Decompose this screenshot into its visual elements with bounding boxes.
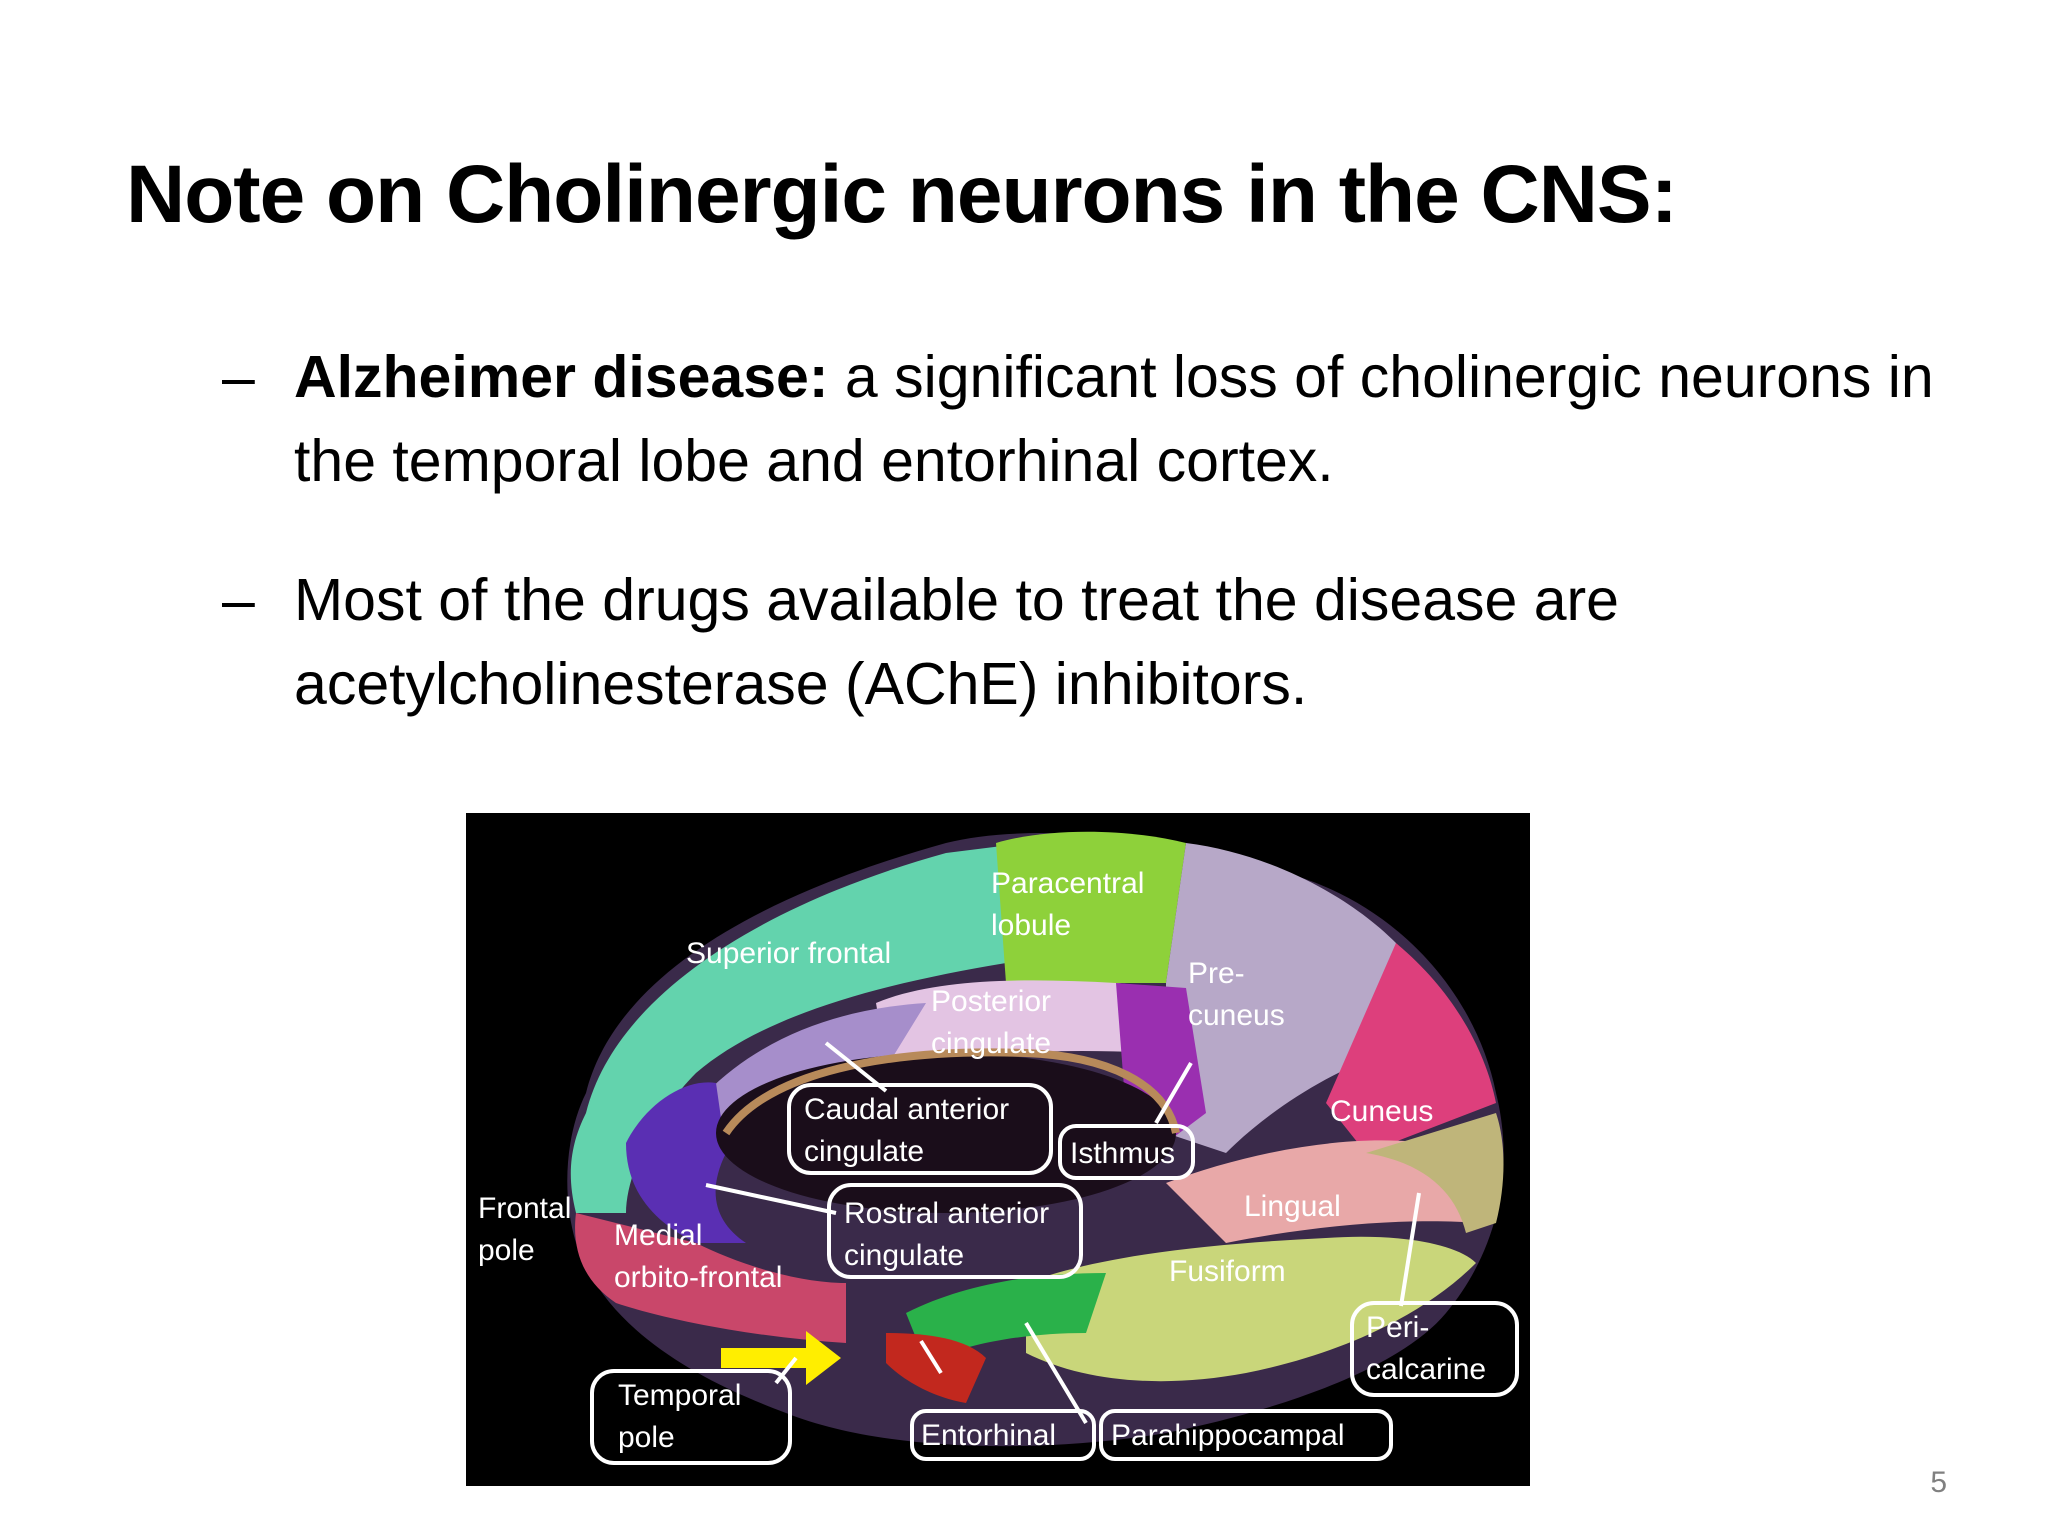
region-superior-frontal	[570, 843, 1026, 1213]
label-box	[1099, 1409, 1393, 1461]
brain-figure: Superior frontal Paracentral lobule Pre-…	[466, 813, 1530, 1486]
label-paracentral-1: Paracentral	[991, 867, 1144, 900]
label-box	[910, 1409, 1096, 1461]
label-entorhinal: Entorhinal	[921, 1419, 1056, 1452]
region-precuneus	[1166, 843, 1396, 1153]
pointer-line	[1024, 1321, 1088, 1425]
label-lingual: Lingual	[1244, 1190, 1341, 1223]
bullet-body: Most of the drugs available to treat the…	[294, 567, 1619, 717]
label-fusiform: Fusiform	[1169, 1255, 1286, 1288]
label-box	[1058, 1124, 1195, 1180]
label-caudal-anterior-cingulate-2: cingulate	[804, 1135, 924, 1168]
label-medial-orbitofrontal-2: orbito-frontal	[614, 1261, 782, 1294]
region-parahippocampal	[906, 1273, 1106, 1363]
region-medial-orbitofrontal	[575, 1213, 846, 1343]
label-posterior-cingulate-1: Posterior	[931, 985, 1051, 1018]
region-ventricle	[716, 1053, 1176, 1213]
bullet-body: a significant loss of cholinergic neuron…	[294, 344, 1934, 494]
bullet-dash: –	[222, 344, 255, 410]
region-ventricle-rim	[722, 1048, 1180, 1136]
arrow-icon	[721, 1331, 841, 1385]
region-pericalcarine	[1366, 1113, 1504, 1233]
label-paracentral-2: lobule	[991, 909, 1071, 942]
bullet-text: Alzheimer disease: a significant loss of…	[294, 335, 2014, 503]
region-posterior-cingulate	[876, 980, 1166, 1063]
pointer-line	[1154, 1061, 1193, 1125]
label-box	[1350, 1301, 1519, 1397]
bullet-lead: Alzheimer disease:	[294, 344, 829, 410]
label-temporal-pole-2: pole	[618, 1421, 675, 1454]
label-posterior-cingulate-2: cingulate	[931, 1027, 1051, 1060]
region-paracentral	[996, 831, 1186, 983]
label-isthmus: Isthmus	[1070, 1137, 1175, 1170]
bullet-dash: –	[222, 567, 255, 633]
slide-title: Note on Cholinergic neurons in the CNS:	[126, 149, 1678, 240]
label-pericalcarine-1: Peri-	[1366, 1311, 1429, 1344]
label-pericalcarine-2: calcarine	[1366, 1353, 1486, 1386]
region-rostral-anterior-cingulate	[626, 1082, 746, 1243]
label-medial-orbitofrontal-1: Medial	[614, 1219, 702, 1252]
label-rostral-anterior-cingulate-2: cingulate	[844, 1239, 964, 1272]
label-parahippocampal: Parahippocampal	[1111, 1419, 1344, 1452]
label-frontal-pole-2: pole	[478, 1234, 535, 1267]
label-temporal-pole-1: Temporal	[618, 1379, 741, 1412]
page-number: 5	[1930, 1466, 1947, 1499]
label-precuneus-1: Pre-	[1188, 957, 1245, 990]
pointer-line	[919, 1339, 943, 1375]
brain-diagram: Superior frontal Paracentral lobule Pre-…	[478, 831, 1519, 1465]
pointer-line	[705, 1183, 837, 1215]
pointer-line	[1399, 1192, 1421, 1307]
label-box	[827, 1183, 1083, 1279]
label-caudal-anterior-cingulate-1: Caudal anterior	[804, 1093, 1009, 1126]
label-superior-frontal: Superior frontal	[686, 937, 891, 970]
label-box	[590, 1369, 792, 1465]
region-cuneus	[1326, 943, 1496, 1153]
bullet-text: Most of the drugs available to treat the…	[294, 558, 2014, 726]
region-lingual	[1166, 1140, 1482, 1243]
label-precuneus-2: cuneus	[1188, 999, 1285, 1032]
label-rostral-anterior-cingulate-1: Rostral anterior	[844, 1197, 1049, 1230]
pointer-line	[774, 1356, 798, 1385]
label-cuneus: Cuneus	[1330, 1095, 1433, 1128]
region-fusiform	[1026, 1236, 1476, 1382]
label-box	[787, 1083, 1053, 1175]
label-frontal-pole-1: Frontal	[478, 1192, 571, 1225]
